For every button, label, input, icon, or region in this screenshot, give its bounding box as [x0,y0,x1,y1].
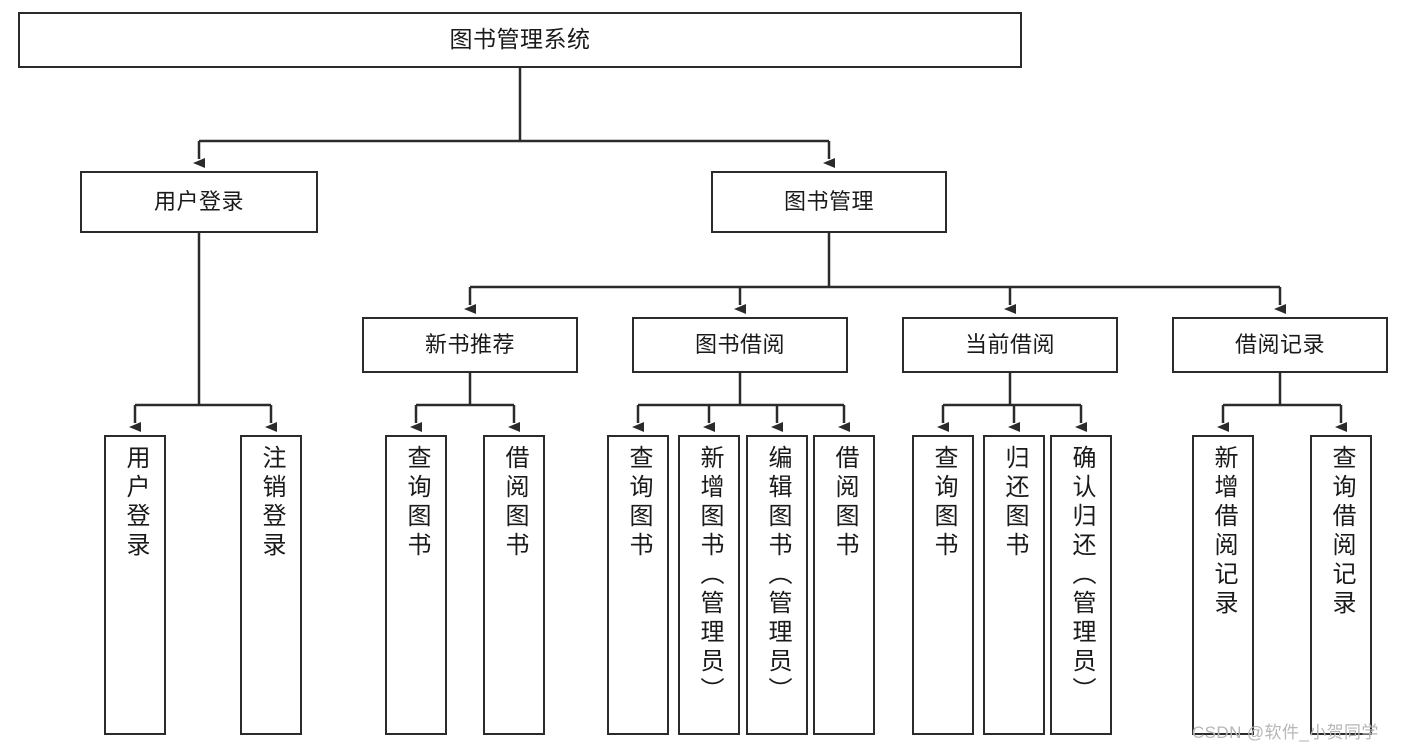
node-label: 图书管理系统 [449,26,591,53]
node-leaf-user-login[interactable]: 用户登录 [104,435,166,735]
node-label: 新书推荐 [424,332,515,358]
node-leaf-add-borrow-record[interactable]: 新增借阅记录 [1192,435,1254,735]
node-new-book-recommend[interactable]: 新书推荐 [362,317,578,373]
node-book-borrow[interactable]: 图书借阅 [632,317,848,373]
node-leaf-confirm-return-admin[interactable]: 确认归还（管理员） [1050,435,1112,735]
node-label: 新增借阅记录 [1210,445,1237,619]
node-label: 查询图书 [403,445,430,561]
node-label: 图书借阅 [694,332,785,358]
node-root[interactable]: 图书管理系统 [18,12,1022,68]
node-leaf-query-book-rec[interactable]: 查询图书 [385,435,447,735]
node-leaf-query-book-cb[interactable]: 查询图书 [912,435,974,735]
node-label: 借阅图书 [501,445,528,561]
node-label: 当前借阅 [964,332,1055,358]
node-label: 借阅记录 [1234,332,1325,358]
node-label: 图书管理 [783,189,874,215]
node-leaf-borrow-book-bb[interactable]: 借阅图书 [813,435,875,735]
node-label: 确认归还（管理员） [1068,445,1095,706]
node-label: 查询图书 [930,445,957,561]
node-leaf-borrow-book-rec[interactable]: 借阅图书 [483,435,545,735]
node-current-borrow[interactable]: 当前借阅 [902,317,1118,373]
node-label: 归还图书 [1001,445,1028,561]
node-label: 用户登录 [153,189,244,215]
node-label: 编辑图书（管理员） [764,445,791,706]
csdn-watermark: CSDN @软件_小贺同学 [1192,723,1379,742]
node-label: 查询图书 [625,445,652,561]
node-leaf-return-book[interactable]: 归还图书 [983,435,1045,735]
node-leaf-edit-book-admin[interactable]: 编辑图书（管理员） [746,435,808,735]
node-leaf-query-borrow-record[interactable]: 查询借阅记录 [1310,435,1372,735]
node-label: 借阅图书 [831,445,858,561]
node-label: 用户登录 [122,445,149,561]
node-label: 查询借阅记录 [1328,445,1355,619]
node-leaf-add-book-admin[interactable]: 新增图书（管理员） [678,435,740,735]
node-book-manage[interactable]: 图书管理 [711,171,947,233]
node-label: 新增图书（管理员） [696,445,723,706]
node-leaf-logout-login[interactable]: 注销登录 [240,435,302,735]
node-label: 注销登录 [258,445,285,561]
node-borrow-record[interactable]: 借阅记录 [1172,317,1388,373]
node-leaf-query-book-bb[interactable]: 查询图书 [607,435,669,735]
node-user-login[interactable]: 用户登录 [80,171,318,233]
